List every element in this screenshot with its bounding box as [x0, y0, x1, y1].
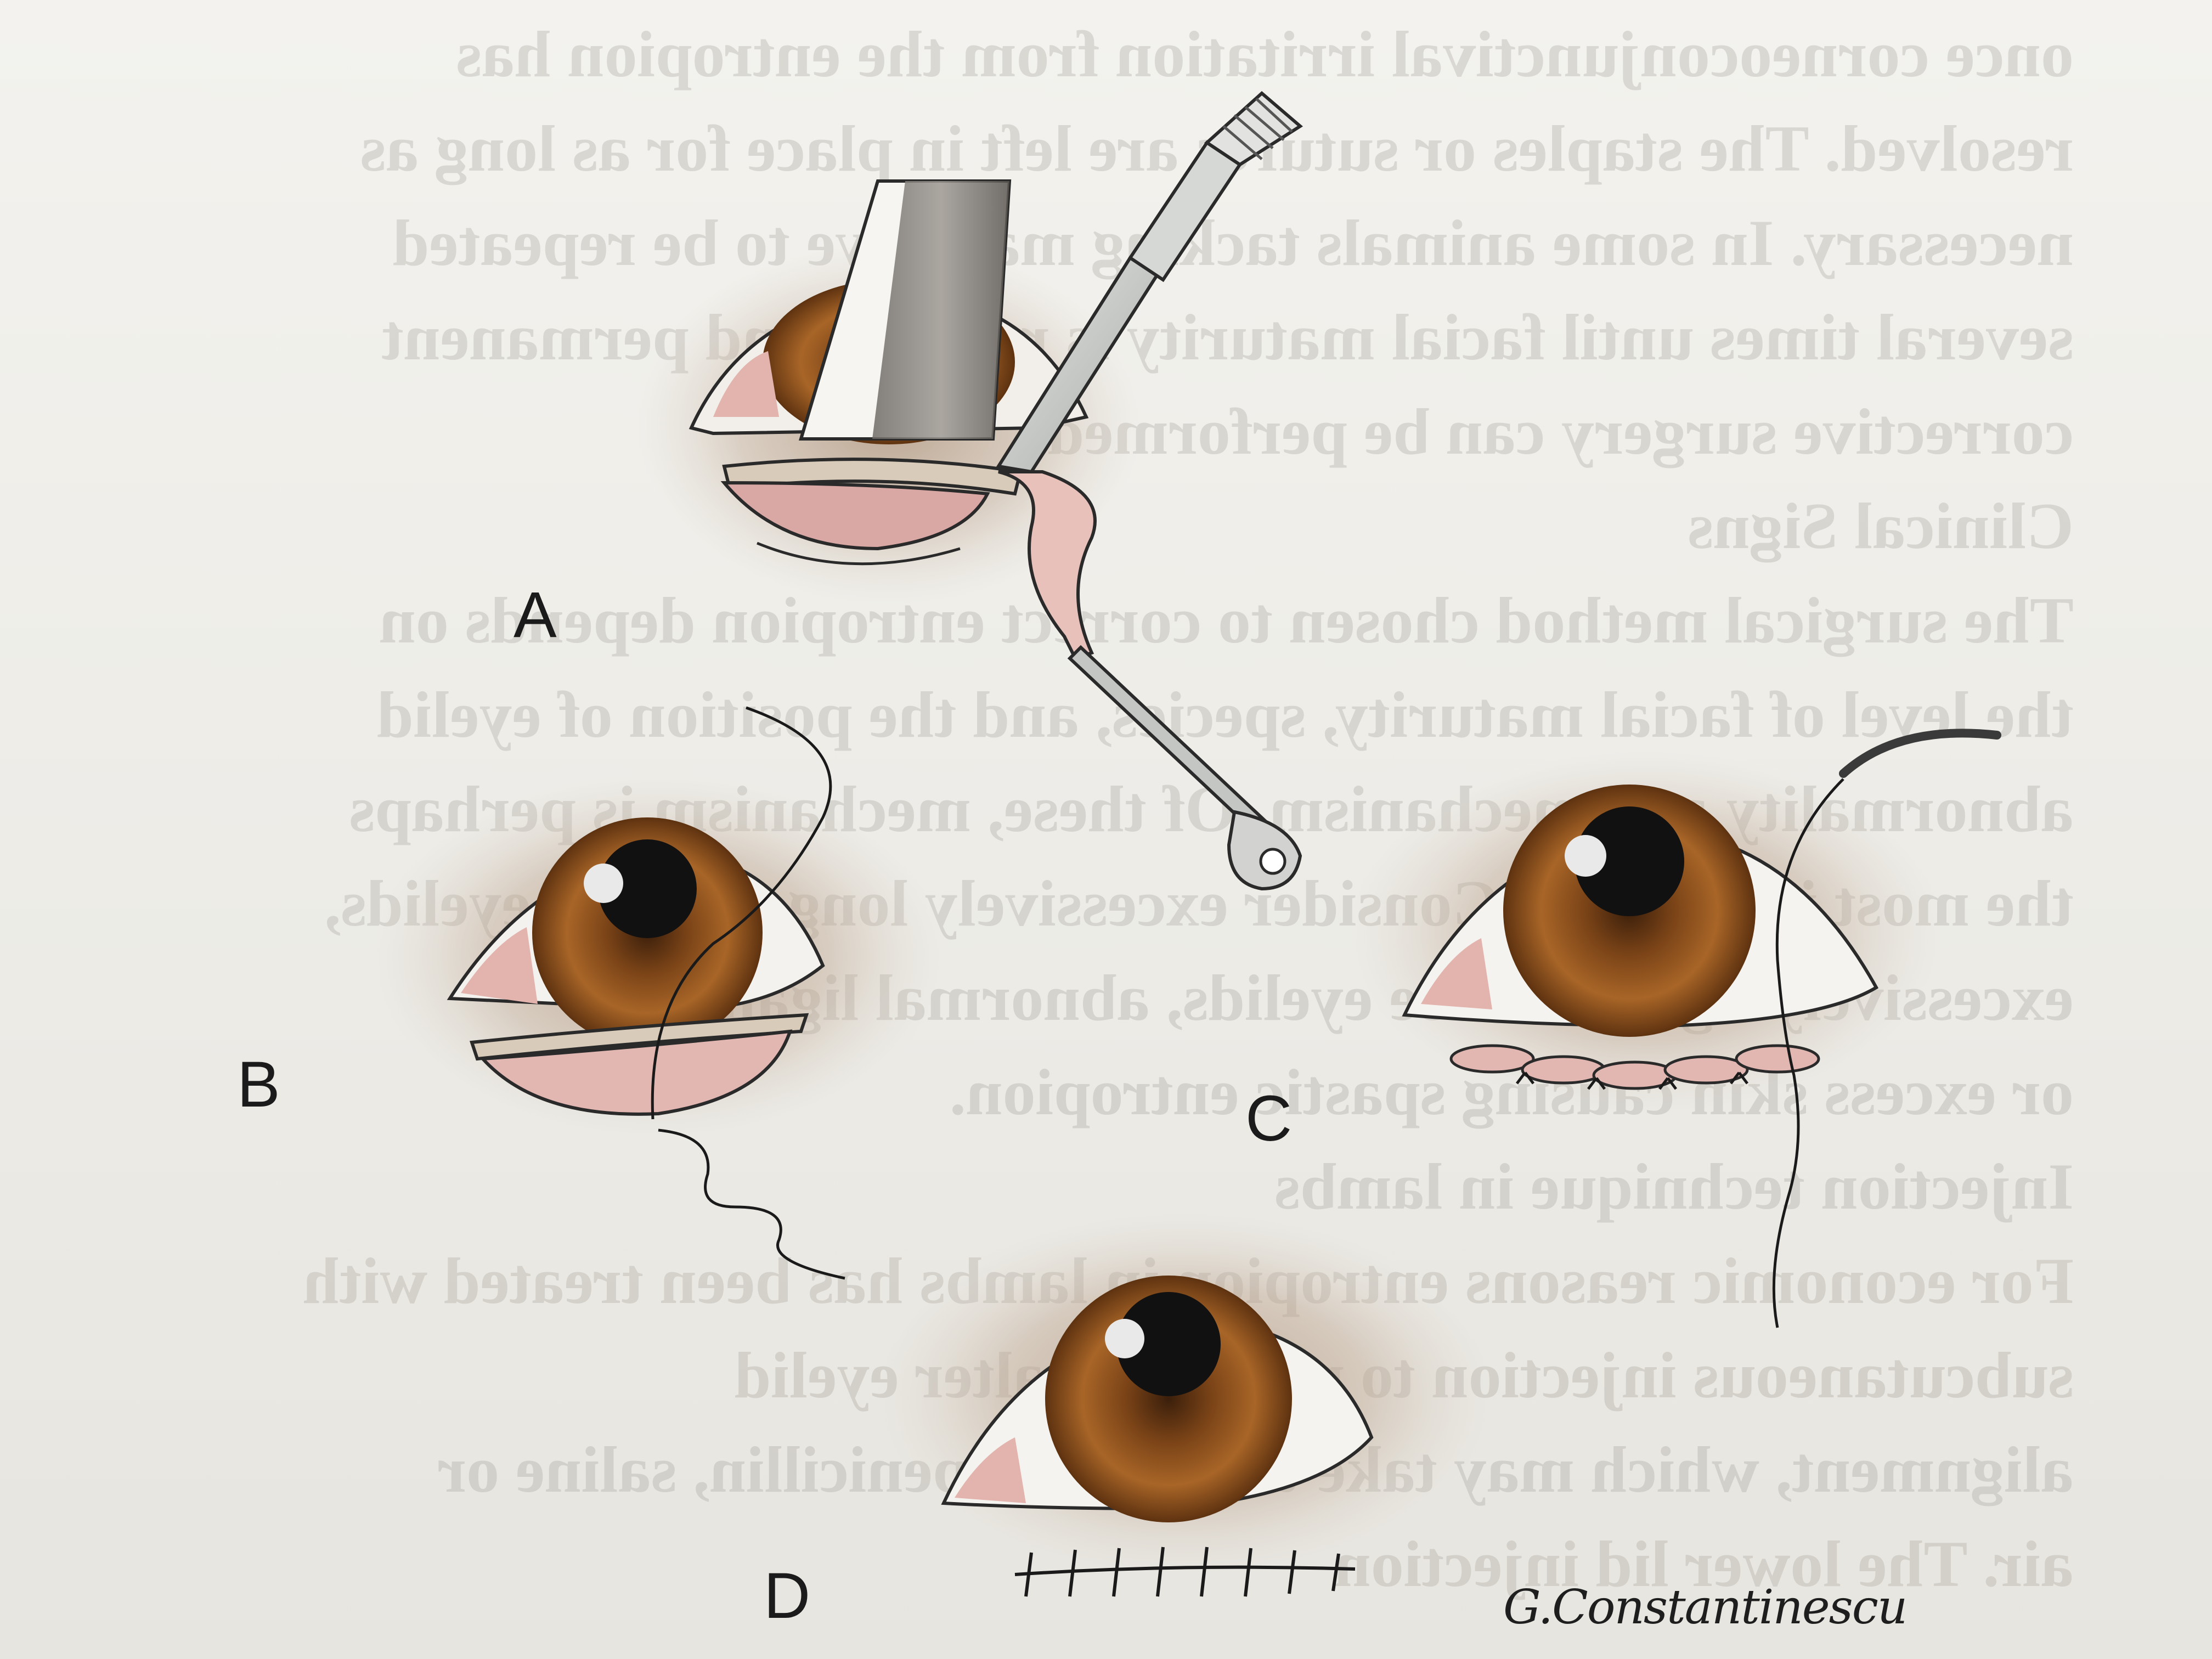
panel-a-incised-tissue — [720, 481, 990, 551]
panel-b-lid-margin — [469, 1013, 809, 1061]
forceps-tip — [1227, 810, 1302, 891]
scalpel-grip-ridges — [1204, 91, 1304, 167]
panel-c-conjunctiva — [1421, 938, 1492, 1009]
panel-b — [373, 706, 944, 1280]
panel-label-a: A — [514, 579, 557, 651]
panel-d-interrupted-sutures — [1024, 1547, 1340, 1597]
forceps-shaft — [1067, 645, 1270, 837]
panel-d-highlight — [1105, 1319, 1144, 1358]
panel-d — [878, 1212, 1492, 1597]
panel-d-conjunctiva — [955, 1437, 1026, 1503]
panel-c-suture — [1772, 778, 1844, 1328]
scalpel-grip — [1127, 140, 1243, 283]
panel-a-lid-margin — [722, 458, 1023, 496]
panel-a-retractor-shaft — [872, 181, 1009, 439]
panel-c-needle — [1839, 729, 2001, 778]
panel-label-d: D — [764, 1560, 811, 1632]
panel-a — [636, 91, 1304, 891]
panel-b-suture — [651, 706, 832, 1120]
panel-c-sutured-incision — [1449, 1044, 1820, 1090]
panel-label-b: B — [237, 1048, 280, 1121]
panel-d-pupil — [1116, 1292, 1221, 1396]
panel-a-incision-line — [757, 541, 961, 566]
forceps-eyelet — [1259, 848, 1286, 875]
panel-c-suture-knots — [1516, 1071, 1748, 1090]
panel-b-highlight — [584, 864, 623, 903]
panel-b-wound — [479, 1029, 793, 1116]
panel-label-c: C — [1245, 1082, 1293, 1155]
panel-d-incision-line — [1014, 1565, 1356, 1576]
artist-signature: G.Constantinescu — [1503, 1580, 1908, 1635]
panel-a-skin-flap — [998, 470, 1097, 661]
panel-b-suture-tail — [658, 1128, 845, 1280]
panel-c-pupil — [1575, 806, 1684, 916]
scalpel-ridge-lines — [1222, 98, 1293, 160]
panel-c — [1350, 729, 2001, 1328]
panel-b-conjunctiva — [461, 927, 538, 1004]
panel-b-pupil — [598, 839, 697, 938]
panel-a-conjunctiva — [713, 351, 779, 417]
panel-c-highlight — [1565, 835, 1606, 877]
